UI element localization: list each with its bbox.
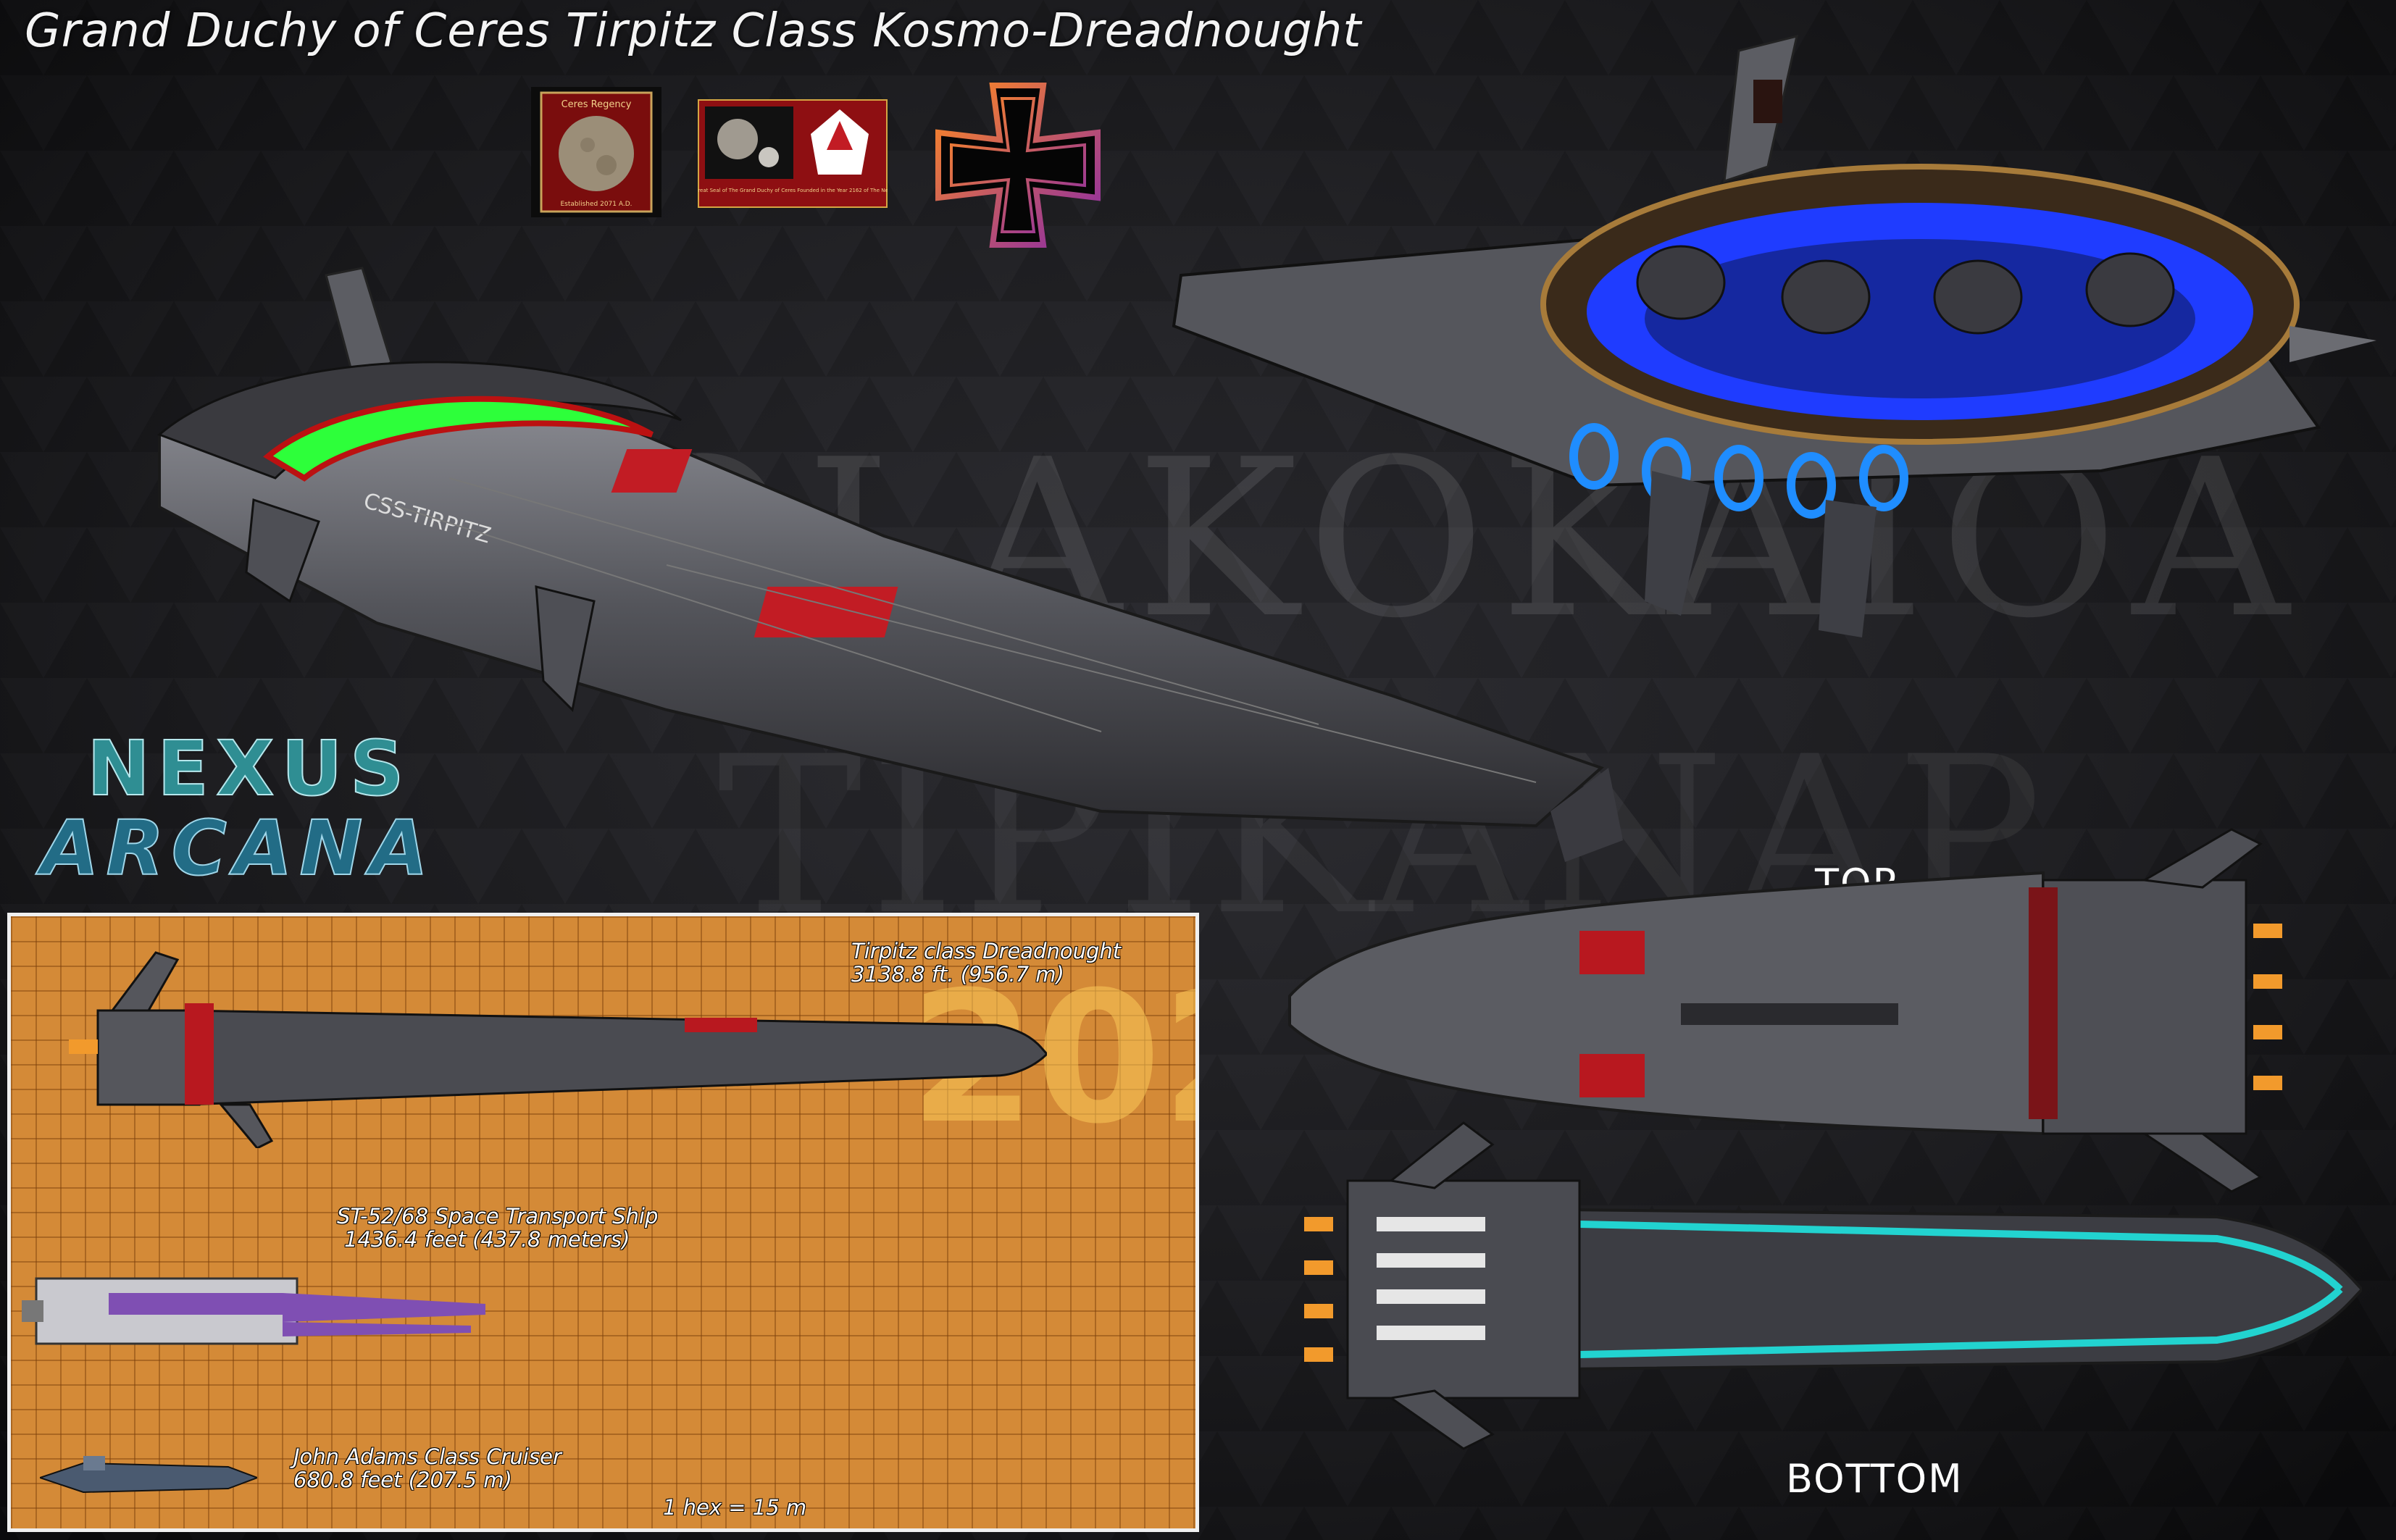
- size-comparison-panel: 2020 Tirpitz class Dreadnought 3138.8 ft…: [7, 913, 1199, 1532]
- scale-note: 1 hex = 15 m: [663, 1495, 807, 1520]
- comparison-ship-tirpitz: [69, 951, 1047, 1148]
- comparison-ship-transport: [22, 1277, 485, 1345]
- ship-1-name: Tirpitz class Dreadnought: [851, 939, 1122, 963]
- brand-arcana: ARCANA: [40, 803, 435, 893]
- ship-2-name: ST-52/68 Space Transport Ship: [337, 1204, 659, 1229]
- brand-nexus: NEXUS: [86, 724, 412, 813]
- ship-2-size: 1436.4 feet (437.8 meters): [344, 1227, 630, 1252]
- ship-top-view: [1288, 828, 2282, 1193]
- ship-3-size: 680.8 feet (207.5 m): [293, 1468, 512, 1492]
- seal-bottom-text: Established 2071 A.D.: [560, 201, 632, 208]
- comparison-ship-cruiser: [40, 1456, 257, 1494]
- ship-perspective-render: CSS-TIRPITZ: [157, 267, 1623, 862]
- ship-stern-render: [1172, 34, 2376, 637]
- seal-icon: Ceres Regency Established 2071 A.D.: [531, 87, 661, 217]
- flag-caption: The Great Seal of The Grand Duchy of Cer…: [698, 188, 888, 193]
- page-title: Grand Duchy of Ceres Tirpitz Class Kosmo…: [25, 4, 1362, 58]
- ship-3-name: John Adams Class Cruiser: [293, 1444, 562, 1469]
- label-bottom-view: BOTTOM: [1786, 1456, 1963, 1502]
- seal-top-text: Ceres Regency: [562, 99, 632, 110]
- iron-cross-icon: [935, 83, 1101, 248]
- ship-bottom-view: [1304, 1121, 2362, 1450]
- ship-1-size: 3138.8 ft. (956.7 m): [851, 962, 1064, 987]
- flag-icon: The Great Seal of The Grand Duchy of Cer…: [698, 99, 888, 208]
